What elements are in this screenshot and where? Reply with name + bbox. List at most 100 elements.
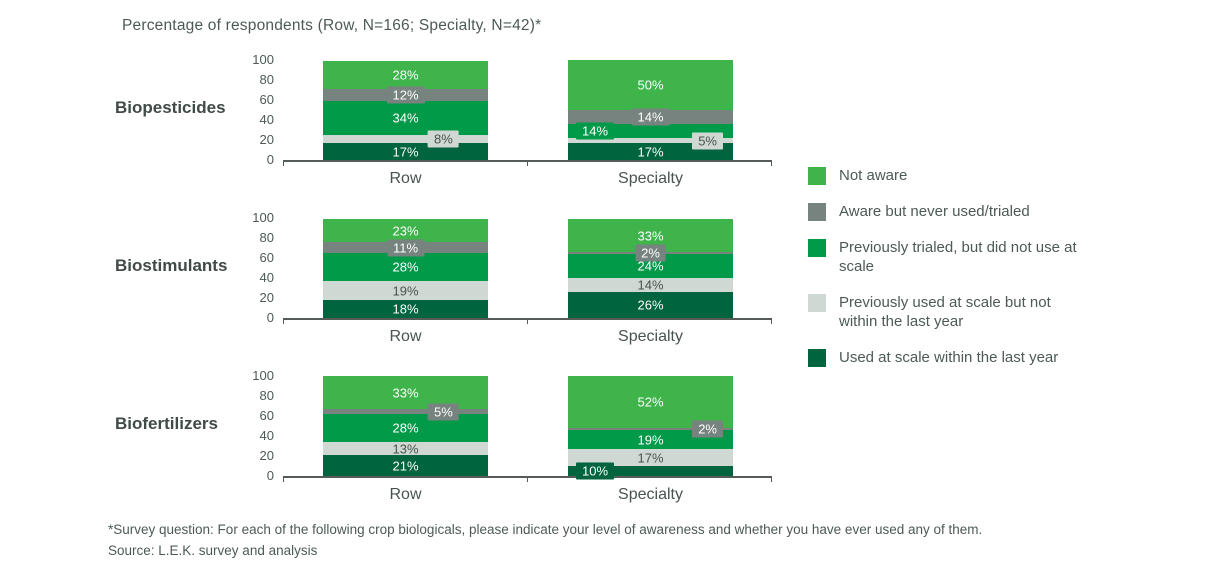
- segment-value-label: 19%: [392, 283, 419, 298]
- segment-value-label: 5%: [428, 403, 459, 420]
- bar-specialty: 33%2%24%14%26%: [568, 218, 733, 318]
- bar-row: 28%12%34%8%17%: [323, 60, 488, 160]
- legend: Not aware Aware but never used/trialed P…: [808, 166, 1138, 367]
- segment-value-label: 23%: [392, 223, 419, 238]
- segment-value-label: 33%: [392, 385, 419, 400]
- segment-previously-trialed: 19%: [568, 430, 733, 449]
- legend-label: Used at scale within the last year: [839, 349, 1059, 366]
- y-tick-label: 20: [259, 290, 274, 305]
- y-tick-label: 40: [259, 270, 274, 285]
- segment-not-aware: 23%: [323, 219, 488, 242]
- category-label: Biostimulants: [115, 256, 228, 275]
- axis-tick: [527, 476, 528, 482]
- segment-value-label: 33%: [637, 228, 664, 243]
- y-tick-label: 20: [259, 448, 274, 463]
- segment-value-label: 18%: [392, 301, 419, 317]
- y-tick-label: 0: [266, 310, 274, 325]
- y-tick-label: 80: [259, 388, 274, 403]
- axis-tick: [283, 476, 284, 482]
- legend-label: Aware but never used/trialed: [839, 203, 1030, 220]
- y-tick-label: 0: [266, 152, 274, 167]
- segment-value-label: 17%: [637, 144, 664, 159]
- x-axis-label: Row: [389, 486, 422, 503]
- segment-value-label: 28%: [392, 259, 419, 275]
- y-tick-label: 60: [259, 408, 274, 423]
- segment-value-label: 24%: [637, 258, 664, 274]
- segment-aware-never-used: 14%: [568, 108, 733, 126]
- segment-used-at-scale-not-last-year: 19%: [323, 281, 488, 300]
- bar-row: 33% 5% 28% 13%21%: [323, 376, 488, 476]
- footnote-source: Source: L.E.K. survey and analysis: [108, 543, 318, 558]
- segment-used-at-scale-last-year: 26%: [568, 292, 733, 318]
- segment-value-label: 14%: [637, 277, 664, 293]
- legend-label: Not aware: [839, 167, 908, 184]
- y-tick-label: 0: [266, 468, 274, 483]
- y-tick-label: 40: [259, 112, 274, 127]
- segment-previously-trialed: 24%: [568, 254, 733, 278]
- segment-value-label: 28%: [392, 67, 419, 83]
- segment-used-at-scale-last-year: 10%: [568, 462, 733, 480]
- y-tick-label: 100: [252, 368, 274, 383]
- segment-previously-trialed: 28%: [323, 414, 488, 442]
- segment-value-label: 12%: [386, 86, 425, 104]
- segment-value-label: 52%: [637, 394, 664, 410]
- axis-tick: [527, 318, 528, 324]
- segment-value-label: 8%: [428, 130, 459, 148]
- segment-used-at-scale-last-year: 17%: [568, 143, 733, 160]
- axis-tick: [771, 476, 772, 482]
- category-label: Biofertilizers: [115, 414, 218, 433]
- plot-area: 33% 5% 28% 13%21% 52% 2%19%17% 10%: [283, 376, 772, 482]
- axis-tick: [283, 160, 284, 166]
- segment-value-label: 2%: [692, 420, 723, 438]
- y-tick-label: 80: [259, 72, 274, 87]
- chart-title: Percentage of respondents (Row, N=166; S…: [122, 17, 542, 34]
- segment-used-at-scale-not-last-year: 5%: [568, 132, 733, 149]
- y-tick-label: 100: [252, 52, 274, 67]
- legend-item-aware-never-used: Aware but never used/trialed: [808, 202, 1138, 221]
- plot-area: 23%11%28%19%18%33%2%24%14%26%: [283, 218, 772, 324]
- footnote-survey-question: *Survey question: For each of the follow…: [108, 522, 983, 537]
- x-axis-label: Specialty: [618, 328, 683, 345]
- segment-not-aware: 33%: [323, 376, 488, 409]
- segment-value-label: 17%: [637, 450, 664, 465]
- segment-value-label: 50%: [637, 77, 664, 93]
- segment-not-aware: 50%: [568, 60, 733, 110]
- segment-value-label: 14%: [576, 122, 615, 140]
- segment-aware-never-used: 5%: [323, 403, 488, 420]
- segment-value-label: 17%: [392, 144, 419, 159]
- segment-value-label: 28%: [392, 420, 419, 436]
- legend-label: Previously used at scale but not within …: [839, 294, 1051, 330]
- y-tick-label: 100: [252, 210, 274, 225]
- segment-used-at-scale-last-year: 21%: [323, 455, 488, 476]
- bar-specialty: 52% 2%19%17% 10%: [568, 376, 733, 480]
- segment-used-at-scale-not-last-year: 8%: [323, 130, 488, 148]
- legend-swatch-used-at-scale-not-last-year: [808, 294, 826, 312]
- segment-aware-never-used: 11%: [323, 239, 488, 256]
- y-tick-label: 20: [259, 132, 274, 147]
- axis-tick: [771, 318, 772, 324]
- axis-tick: [283, 318, 284, 324]
- segment-used-at-scale-last-year: 17%: [323, 143, 488, 160]
- axis-tick: [771, 160, 772, 166]
- y-tick-label: 80: [259, 230, 274, 245]
- segment-aware-never-used: 12%: [323, 86, 488, 104]
- bar-row: 23%11% 28% 19% 18%: [323, 218, 488, 318]
- segment-used-at-scale-not-last-year: 14%: [568, 277, 733, 293]
- y-tick-label: 60: [259, 92, 274, 107]
- legend-item-previously-trialed: Previously trialed, but did not use at s…: [808, 238, 1138, 276]
- segment-previously-trialed: 28%: [323, 253, 488, 281]
- segment-value-label: 10%: [576, 462, 615, 480]
- segment-not-aware: 28%: [323, 61, 488, 89]
- axis-tick: [527, 160, 528, 166]
- bar-specialty: 50%14%14%5%17%: [568, 60, 733, 160]
- category-label: Biopesticides: [115, 98, 226, 117]
- segment-used-at-scale-not-last-year: 13%: [323, 441, 488, 456]
